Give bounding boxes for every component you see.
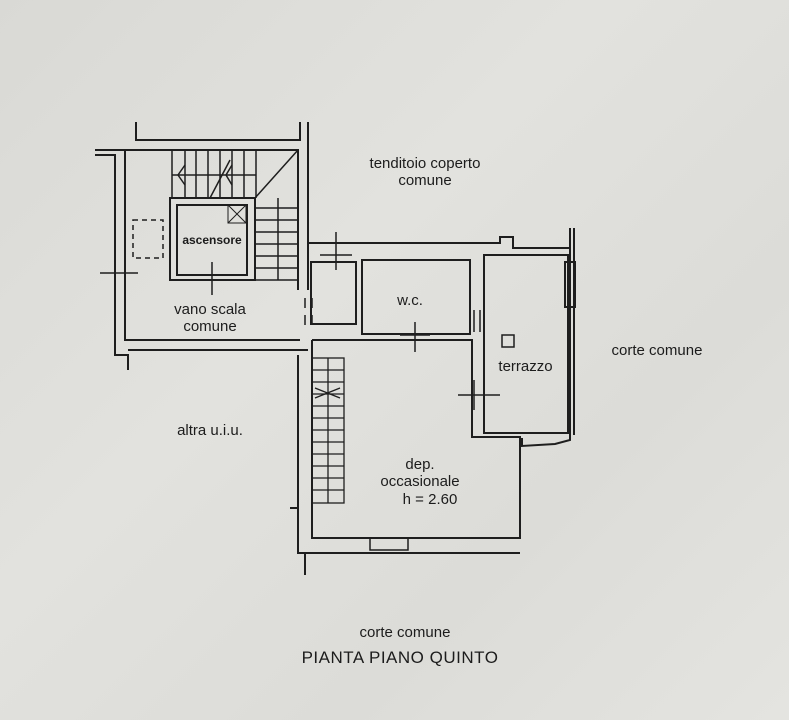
stair-upper: [171, 149, 299, 199]
label-storage-line1: dep.: [405, 456, 435, 473]
label-stairwell-line2: comune: [183, 318, 237, 336]
stair-right: [254, 198, 298, 281]
elevator-shaft: [169, 197, 256, 295]
apartment-walls: [290, 228, 576, 575]
label-stairwell-line1: vano scala: [174, 301, 246, 318]
label-left-area: altra u.i.u.: [177, 422, 243, 439]
label-top-line2: comune: [398, 172, 452, 190]
label-elevator: ascensore: [182, 233, 242, 247]
label-bottom-area: corte comune: [359, 624, 451, 641]
label-storage-line2: occasionale: [380, 473, 460, 491]
label-top-line1: tenditoio coperto: [369, 155, 481, 172]
label-stairwell: vano scala comune: [150, 301, 270, 336]
stair-storage: [311, 357, 345, 504]
label-terrace: terrazzo: [498, 358, 553, 375]
label-wc: w.c.: [397, 292, 423, 309]
label-right-area: corte comune: [611, 342, 703, 359]
label-storage: dep. occasionale h = 2.60: [360, 456, 480, 508]
label-storage-line3: h = 2.60: [402, 490, 458, 508]
label-top-area: tenditoio coperto comune: [355, 155, 495, 190]
drawing-title: PIANTA PIANO QUINTO: [301, 648, 499, 667]
